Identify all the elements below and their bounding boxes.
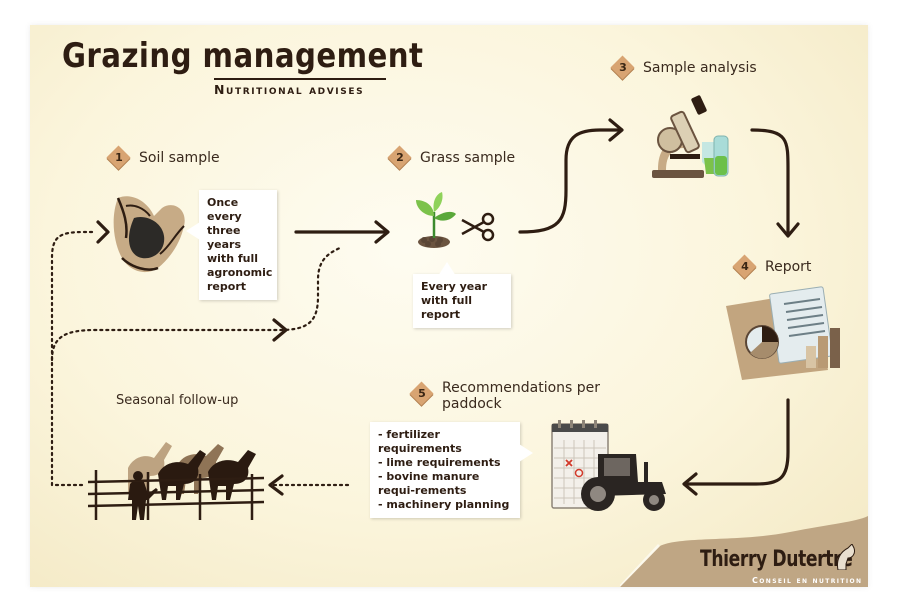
step-sample-analysis: 3 Sample analysis [610, 55, 757, 80]
dashed-loop-left [50, 230, 98, 487]
step-badge: 2 [387, 145, 412, 170]
recommendation-item: - lime requirements [378, 456, 501, 469]
note-tail [519, 444, 533, 462]
seedling-icon [416, 192, 456, 248]
arrow-grass-to-analysis [518, 128, 620, 234]
step-badge: 5 [409, 381, 434, 406]
report-folder-icon [726, 286, 840, 380]
recommendation-item: - fertilizer requirements [378, 428, 462, 455]
arrow-analysis-to-report [750, 128, 790, 234]
step-label: Sample analysis [643, 60, 757, 76]
step-badge: 3 [610, 55, 635, 80]
step-soil-sample: 1 Soil sample [106, 145, 220, 170]
brand-name: Thierry Dutertre [700, 547, 853, 572]
horses-icon [88, 442, 265, 520]
note-grass-frequency: Every year with full report [413, 274, 511, 328]
brand-band [620, 516, 868, 587]
seasonal-follow-up-label: Seasonal follow-up [116, 393, 239, 408]
dashed-loop-to-grass [50, 246, 342, 362]
scissors-icon [461, 212, 495, 242]
recommendation-item: - machinery planning [378, 498, 510, 511]
page-subtitle: Nutritional advises [214, 82, 365, 97]
step-badge: 1 [106, 145, 131, 170]
soil-hands-icon [113, 196, 185, 273]
microscope-icon [652, 95, 729, 178]
brand-tagline: Conseil en nutrition [752, 576, 863, 585]
note-recommendations: - fertilizer requirements - lime require… [370, 422, 520, 518]
step-grass-sample: 2 Grass sample [387, 145, 516, 170]
step-label: Report [765, 259, 812, 275]
note-tail [186, 222, 200, 240]
horse-head-logo-icon [837, 544, 855, 570]
step-label: Recommendations per paddock [442, 380, 601, 412]
farmer-icon [128, 471, 158, 520]
step-label: Soil sample [139, 150, 220, 166]
recommendation-item: - bovine manure requi-rements [378, 470, 480, 497]
title-underline [214, 78, 386, 80]
note-tail [438, 262, 456, 276]
step-recommendations: 5 Recommendations per paddock [409, 378, 622, 412]
step-report: 4 Report [732, 254, 812, 279]
arrow-report-to-recommendations [686, 398, 790, 486]
tractor-icon [581, 454, 666, 511]
note-soil-frequency: Once every three years with full agronom… [199, 190, 277, 300]
page-title: Grazing management [62, 36, 424, 76]
step-badge: 4 [732, 254, 757, 279]
step-label: Grass sample [420, 150, 516, 166]
